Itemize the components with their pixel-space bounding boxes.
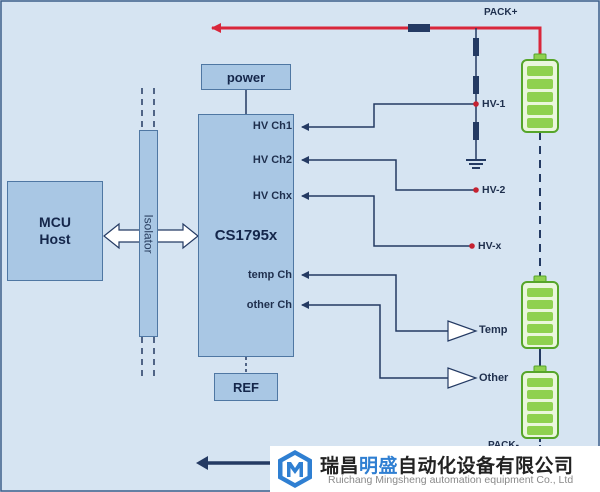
isolator-block: Isolator <box>139 130 158 337</box>
ref-block: REF <box>214 373 278 401</box>
hv1-node-dot <box>473 101 479 107</box>
pack-plus-line <box>211 23 542 60</box>
resistor-1 <box>473 38 479 56</box>
ground-icon <box>466 159 486 169</box>
power-label: power <box>226 69 266 85</box>
temp-buffer-icon <box>447 320 478 342</box>
company-logo-icon <box>278 450 312 488</box>
hv1-node-label: HV-1 <box>482 98 506 110</box>
chip-block: CS1795x <box>198 114 294 357</box>
chip-label: CS1795x <box>214 227 278 244</box>
power-block: power <box>201 64 291 90</box>
battery-icon-top <box>521 53 559 133</box>
hvx-wire <box>301 192 472 247</box>
temp-node-label: Temp <box>479 324 508 336</box>
channel-hv2-label: HV Ch2 <box>252 154 292 166</box>
temp-wire <box>301 271 448 332</box>
ref-label: REF <box>233 379 259 395</box>
channel-hvx-label: HV Chx <box>252 190 292 202</box>
channel-temp-label: temp Ch <box>248 269 292 281</box>
hv1-wire <box>301 103 476 131</box>
company-name-cn: 瑞昌明盛自动化设备有限公司 <box>320 451 574 478</box>
pack-minus-label: PACK- <box>488 440 519 451</box>
battery-icon-bottom <box>521 365 559 439</box>
company-name-cn-part2: 明盛 <box>359 455 399 477</box>
mcu-host-label: MCU Host <box>39 214 71 247</box>
hvx-node-dot <box>469 243 475 249</box>
channel-other-label: other Ch <box>246 299 292 311</box>
company-name-cn-part3: 自动化设备有限公司 <box>398 455 574 477</box>
hv2-node-label: HV-2 <box>482 184 506 196</box>
mcu-host-block: MCU Host <box>7 181 103 281</box>
other-node-label: Other <box>479 372 509 384</box>
channel-hv1-label: HV Ch1 <box>252 120 292 132</box>
battery-icon-middle <box>521 275 559 349</box>
resistor-3 <box>473 122 479 140</box>
company-name-en: Ruichang Mingsheng automation equipment … <box>328 474 574 486</box>
isolator-rails <box>141 88 155 376</box>
isolator-label: Isolator <box>141 213 156 254</box>
pack-minus-arrowhead <box>196 456 208 470</box>
hvx-node-label: HV-x <box>478 240 502 252</box>
hv2-wire <box>301 156 476 191</box>
company-logo-strip <box>270 446 600 492</box>
pack-plus-fuse <box>408 24 430 32</box>
other-buffer-icon <box>447 367 478 389</box>
hv2-node-dot <box>473 187 479 193</box>
other-wire <box>301 301 448 379</box>
pack-plus-label: PACK+ <box>484 7 518 18</box>
resistor-2 <box>473 76 479 94</box>
company-name-cn-part1: 瑞昌 <box>320 455 360 477</box>
